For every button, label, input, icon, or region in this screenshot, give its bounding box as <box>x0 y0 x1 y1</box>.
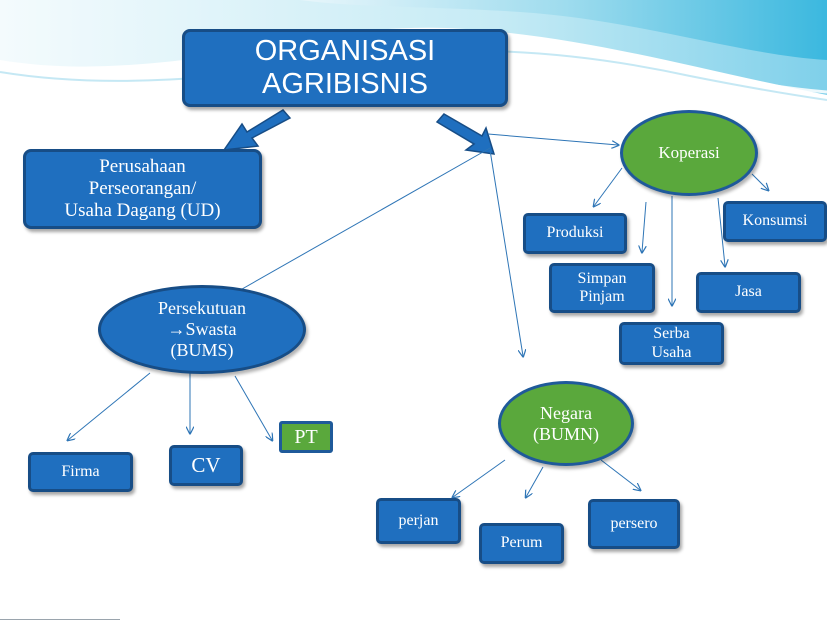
pt-label: PT <box>294 425 318 448</box>
persero-box: persero <box>588 499 680 549</box>
persekutuan-line-3: (BUMS) <box>170 339 234 360</box>
title-box: ORGANISASI AGRIBISNIS <box>182 29 508 107</box>
produksi-label: Produksi <box>546 224 604 242</box>
pt-box: PT <box>279 421 333 453</box>
jasa-box: Jasa <box>696 272 801 313</box>
connector-to-simpan-pinjam <box>642 201 646 252</box>
negara-ellipse: Negara (BUMN) <box>498 381 634 466</box>
perorangan-line-1: Perusahaan <box>99 156 186 178</box>
perorangan-line-3: Usaha Dagang (UD) <box>64 199 221 221</box>
serba-usaha-line-2: Usaha <box>651 343 692 361</box>
connector-to-pt <box>234 375 272 440</box>
cv-label: CV <box>191 453 221 478</box>
connector-to-persekutuan <box>228 147 491 297</box>
negara-line-1: Negara <box>540 402 592 423</box>
cv-box: CV <box>169 445 243 486</box>
koperasi-label: Koperasi <box>658 143 720 163</box>
block-arrow-left <box>222 109 292 151</box>
serba-usaha-line-1: Serba <box>653 325 690 343</box>
perum-label: Perum <box>500 534 543 552</box>
perjan-box: perjan <box>376 498 461 544</box>
simpan-pinjam-line-1: Simpan <box>577 269 627 287</box>
connector-to-perjan <box>453 459 506 497</box>
connector-to-perum <box>526 466 544 497</box>
persekutuan-line-2: →Swasta <box>167 319 237 340</box>
connector-to-koperasi <box>487 133 618 145</box>
serba-usaha-box: Serba Usaha <box>619 322 724 365</box>
firma-box: Firma <box>28 452 133 492</box>
jasa-label: Jasa <box>735 283 762 301</box>
negara-line-2: (BUMN) <box>533 423 599 444</box>
connector-to-jasa <box>717 197 725 266</box>
produksi-box: Produksi <box>523 213 627 254</box>
simpan-pinjam-line-2: Pinjam <box>579 288 625 305</box>
connector-to-konsumsi <box>751 173 768 190</box>
persekutuan-line-1: Persekutuan <box>158 298 246 319</box>
title-line-2: AGRIBISNIS <box>262 68 428 100</box>
perorangan-line-2: Perseorangan/ <box>88 178 197 200</box>
konsumsi-box: Konsumsi <box>723 201 827 242</box>
firma-label: Firma <box>61 462 100 480</box>
connector-to-negara <box>489 149 523 356</box>
connector-to-firma <box>68 372 151 440</box>
connector-to-produksi <box>594 167 623 206</box>
persekutuan-ellipse: Persekutuan →Swasta (BUMS) <box>98 285 306 374</box>
connector-to-persero <box>600 459 640 490</box>
title-line-1: ORGANISASI <box>254 34 436 67</box>
persero-label: persero <box>610 514 658 532</box>
perjan-label: perjan <box>398 511 439 529</box>
perum-box: Perum <box>479 523 564 564</box>
perusahaan-perseorangan-box: Perusahaan Perseorangan/ Usaha Dagang (U… <box>23 149 262 229</box>
simpan-pinjam-box: Simpan Pinjam <box>549 263 655 313</box>
koperasi-ellipse: Koperasi <box>620 110 758 196</box>
konsumsi-label: Konsumsi <box>742 212 808 230</box>
block-arrow-right <box>435 113 496 155</box>
